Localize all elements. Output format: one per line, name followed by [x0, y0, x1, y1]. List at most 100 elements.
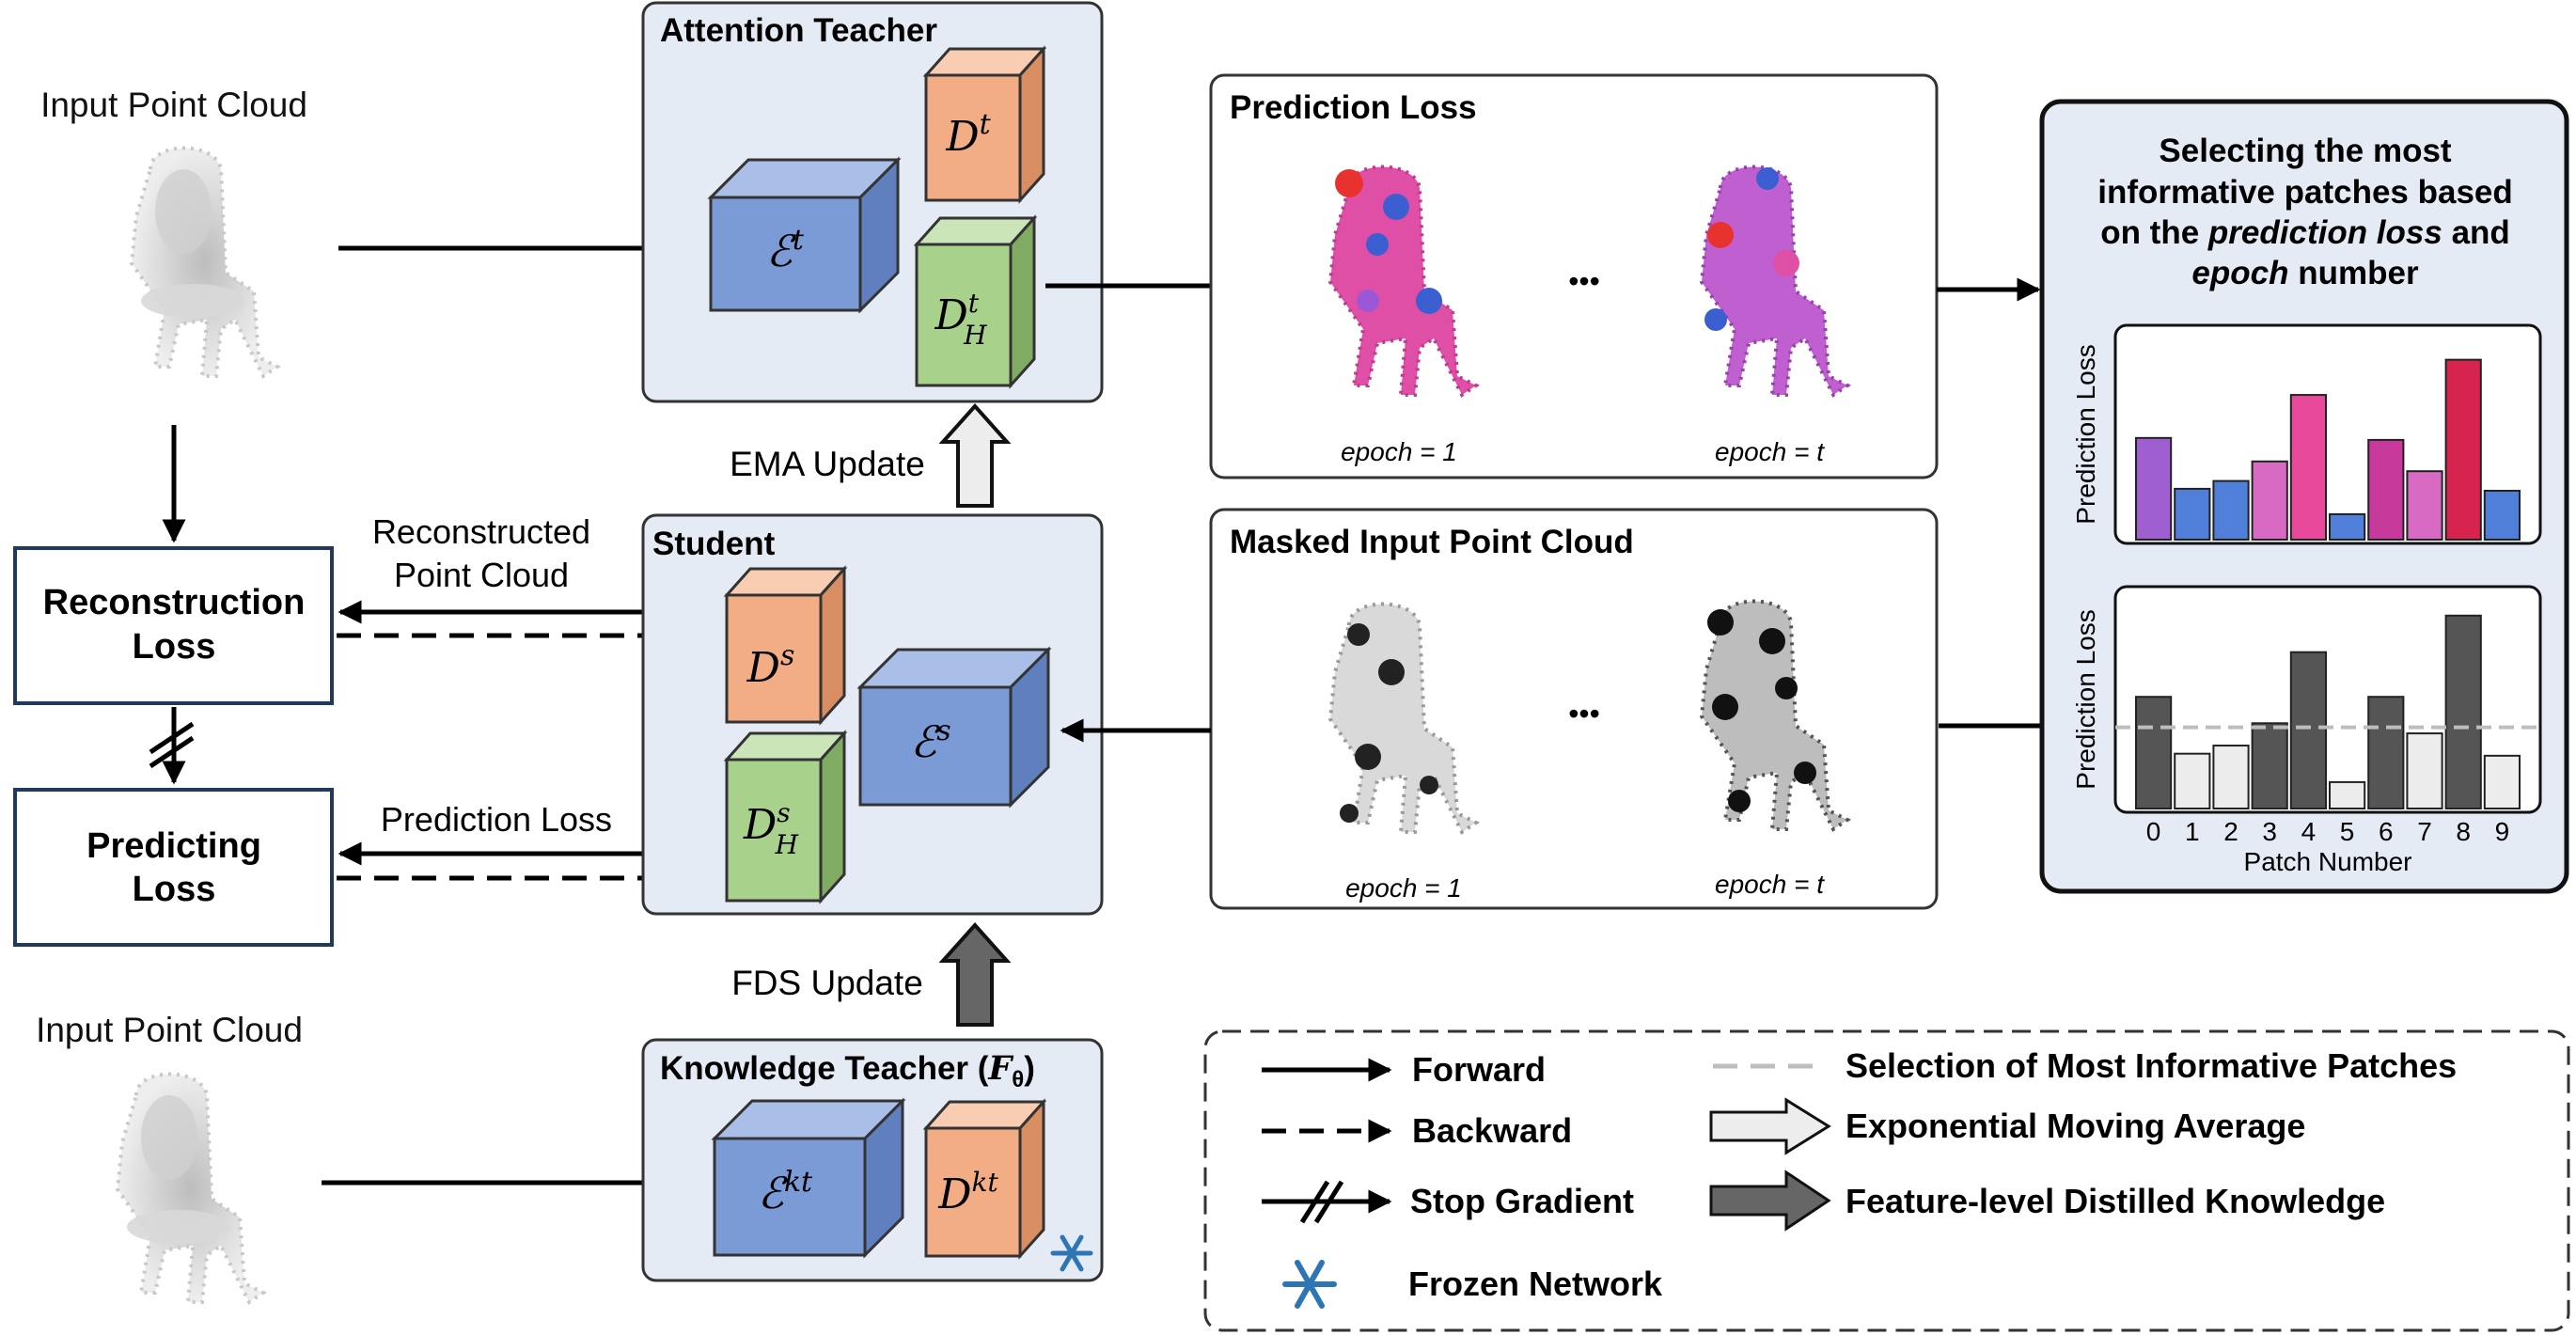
student-encoder-sup: s	[936, 715, 950, 747]
point-cloud-top	[129, 146, 281, 379]
attention-head-label: D	[935, 291, 968, 339]
selection-line2: informative patches based	[2097, 174, 2513, 211]
prediction-loss-panel-title: Prediction Loss	[1230, 89, 1477, 126]
legend-stop-gradient: Stop Gradient	[1410, 1182, 1634, 1220]
student-encoder-cube	[856, 646, 1052, 809]
knowledge-decoder-cube	[922, 1098, 1047, 1260]
legend-stop-gradient-icon	[1262, 1180, 1392, 1224]
tick-label: 5	[2340, 817, 2355, 846]
fds-update-arrow	[938, 922, 1012, 1027]
masked-epoch-t-label: epoch = t	[1715, 870, 1825, 899]
knowledge-teacher-subscript: θ	[1012, 1067, 1024, 1092]
tick-label: 1	[2185, 817, 2200, 846]
attention-head-cube	[913, 214, 1038, 389]
reconstruction-loss-l1: Reconstruction	[43, 583, 306, 622]
svg-text:DtH: DtH	[935, 288, 988, 351]
selection-line3b: prediction loss	[2207, 214, 2442, 251]
selection-line1: Selecting the most	[2159, 133, 2452, 169]
svg-text:ℰkt: ℰkt	[758, 1166, 813, 1218]
bar-2	[2212, 479, 2250, 542]
selection-line4b: number	[2289, 255, 2419, 291]
knowledge-teacher-symbol: F	[987, 1049, 1013, 1088]
tick-label: 9	[2495, 817, 2510, 846]
attention-encoder-cube	[707, 156, 902, 314]
svg-text:Ds: Ds	[746, 639, 795, 692]
ema-update-arrow	[938, 403, 1012, 508]
attention-decoder-cube	[922, 45, 1047, 204]
svg-text:on the prediction loss and: on the prediction loss and	[2100, 214, 2510, 251]
bar-0	[2135, 696, 2173, 810]
svg-text:DsH: DsH	[743, 797, 799, 860]
attention-head-sup: t	[968, 288, 980, 319]
legend-fdk: Feature-level Distilled Knowledge	[1846, 1182, 2385, 1220]
bar-0	[2135, 436, 2173, 541]
knowledge-decoder-sup: kt	[972, 1167, 999, 1198]
bar-7	[2406, 732, 2443, 810]
prediction-cloud-epoch1	[1327, 165, 1480, 398]
legend-ema-icon	[1709, 1097, 1831, 1155]
bar-6	[2367, 438, 2405, 542]
legend-snowflake-icon	[1282, 1260, 1337, 1309]
svg-text:ℰs: ℰs	[910, 715, 950, 767]
input-title-bottom: Input Point Cloud	[36, 1011, 303, 1049]
masked-cloud-epoch1	[1327, 602, 1480, 835]
y-axis-label: Prediction Loss	[2071, 344, 2100, 524]
tick-label: 4	[2301, 817, 2317, 846]
bar-8	[2444, 614, 2482, 809]
reconstructed-label-l2: Point Cloud	[394, 556, 569, 594]
bar-5	[2329, 512, 2366, 542]
attention-encoder-sup: t	[793, 224, 805, 257]
knowledge-teacher-close: )	[1024, 1050, 1035, 1087]
student-decoder-cube	[723, 565, 848, 726]
student-decoder-label: D	[746, 644, 780, 692]
predicting-loss-l1: Predicting	[86, 826, 261, 866]
bar-1	[2174, 487, 2211, 541]
legend-forward: Forward	[1412, 1050, 1546, 1089]
student-encoder-label: ℰ	[910, 716, 940, 767]
attention-decoder-label: D	[945, 113, 979, 161]
attention-teacher-title: Attention Teacher	[660, 12, 937, 49]
svg-text:ℰt: ℰt	[766, 224, 805, 276]
reconstruction-loss-l2: Loss	[133, 627, 216, 667]
bar-2	[2212, 745, 2250, 809]
knowledge-encoder-sup: kt	[784, 1166, 813, 1199]
legend-backward: Backward	[1412, 1111, 1572, 1150]
masked-panel-title: Masked Input Point Cloud	[1230, 524, 1634, 560]
bar-4	[2289, 651, 2328, 809]
selection-line4a: epoch	[2191, 255, 2288, 291]
knowledge-encoder-label: ℰ	[758, 1168, 788, 1218]
bar-6	[2367, 696, 2405, 810]
student-head-sup: s	[777, 797, 790, 828]
legend-fdk-icon	[1709, 1170, 1831, 1232]
svg-text:Knowledge Teacher (Fθ): Knowledge Teacher (Fθ)	[660, 1049, 1035, 1092]
y-axis-label: Prediction Loss	[2071, 609, 2100, 789]
masked-ellipsis: •••	[1568, 697, 1600, 730]
knowledge-encoder-cube	[711, 1097, 906, 1259]
x-axis-label: Patch Number	[2244, 847, 2412, 876]
legend-selection: Selection of Most Informative Patches	[1846, 1046, 2457, 1085]
tick-label: 0	[2146, 817, 2161, 846]
bar-3	[2251, 460, 2288, 541]
prediction-epoch1-label: epoch = 1	[1341, 437, 1457, 466]
fds-update-label: FDS Update	[731, 964, 923, 1002]
bar-7	[2406, 470, 2443, 542]
svg-text:epoch number: epoch number	[2191, 255, 2419, 291]
prediction-loss-arrow-label: Prediction Loss	[381, 800, 612, 839]
legend-box	[1203, 1029, 2570, 1332]
chart-top: Prediction Loss	[2071, 323, 2542, 545]
predicting-loss-box	[13, 788, 334, 947]
legend-frozen: Frozen Network	[1408, 1264, 1663, 1303]
bar-1	[2174, 752, 2211, 809]
tick-label: 6	[2379, 817, 2394, 846]
tick-label: 8	[2456, 817, 2471, 846]
svg-text:Dkt: Dkt	[937, 1167, 998, 1218]
attention-head-sub: H	[963, 320, 987, 351]
tick-label: 7	[2417, 817, 2432, 846]
ema-update-label: EMA Update	[730, 445, 925, 483]
student-head-cube	[723, 730, 848, 904]
legend-ema: Exponential Moving Average	[1846, 1107, 2305, 1145]
knowledge-decoder-label: D	[937, 1170, 971, 1218]
attention-encoder-label: ℰ	[766, 226, 796, 276]
bar-9	[2483, 754, 2521, 810]
